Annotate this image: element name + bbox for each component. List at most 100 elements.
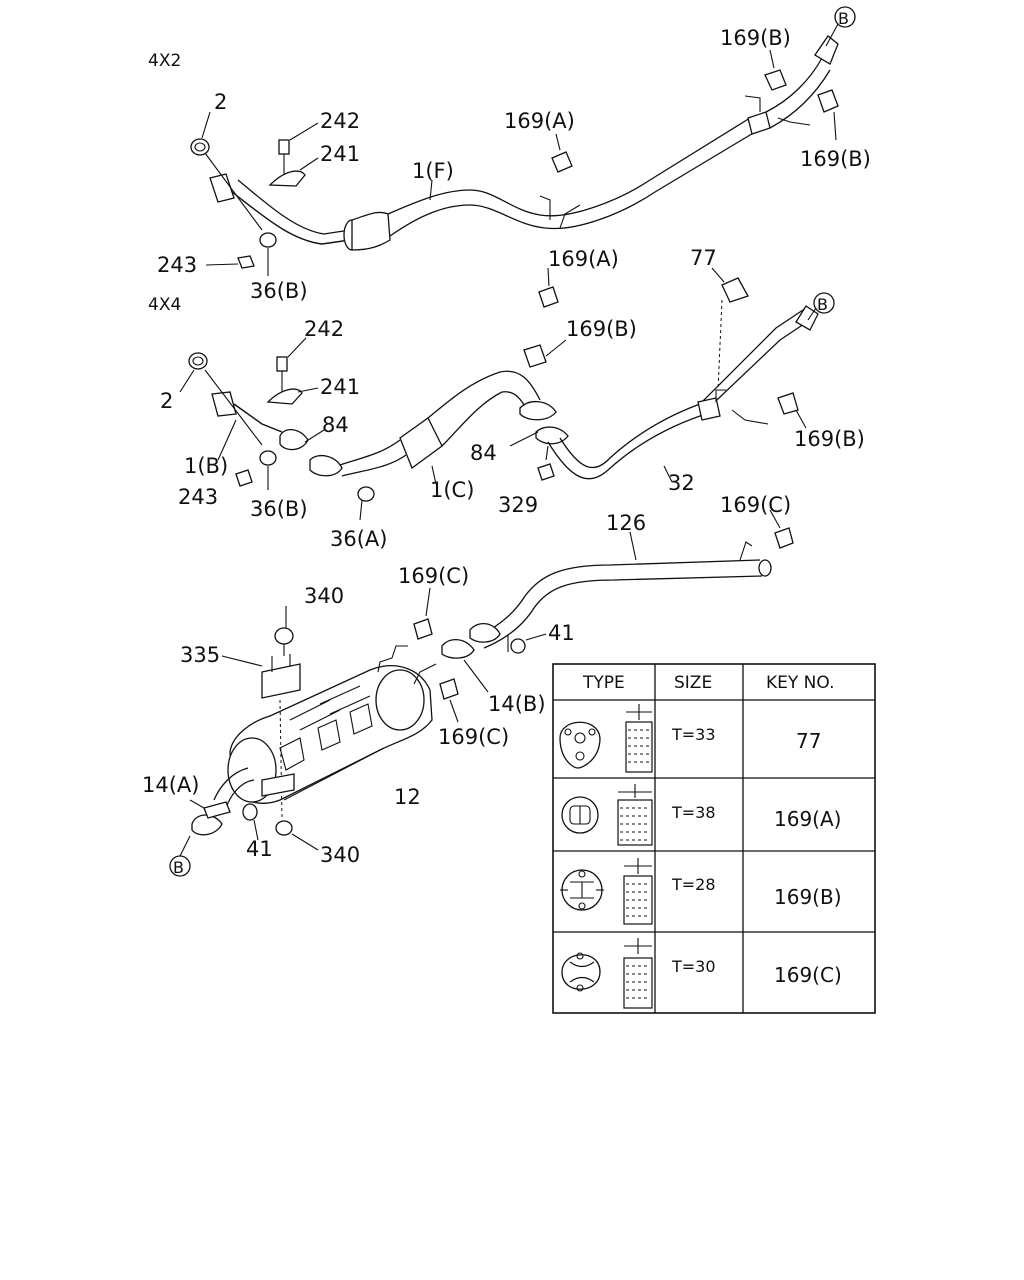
label-84-right: 84 bbox=[470, 441, 497, 465]
label-242-top: 242 bbox=[320, 109, 360, 133]
size-value: T=28 bbox=[671, 875, 716, 894]
front-pipe-1f-start bbox=[231, 191, 351, 245]
triangular-hanger-icon bbox=[559, 721, 601, 769]
section-title-4x4: 4X4 bbox=[148, 295, 181, 315]
nut-36b-top bbox=[259, 232, 277, 248]
bracket-241-top bbox=[268, 170, 306, 187]
nut-340-bottom bbox=[275, 820, 293, 836]
flange-1c bbox=[309, 454, 343, 477]
section-title-4x2: 4X2 bbox=[148, 51, 181, 71]
label-84-left: 84 bbox=[322, 413, 349, 437]
flange-14a bbox=[191, 814, 223, 836]
label-36b-mid: 36(B) bbox=[250, 497, 308, 521]
label-77: 77 bbox=[690, 246, 717, 270]
label-335: 335 bbox=[180, 643, 220, 667]
reference-b-mid bbox=[813, 292, 835, 314]
hanger-169c-2 bbox=[413, 618, 433, 640]
muffler-12 bbox=[227, 645, 437, 804]
nut-36a bbox=[357, 486, 375, 502]
bracket-241-mid bbox=[266, 388, 303, 405]
key-number: 169(C) bbox=[774, 963, 842, 987]
table-row: T=28 169(B) bbox=[560, 858, 842, 925]
catalytic-converter-4x2 bbox=[343, 211, 391, 251]
thickness-block-icon bbox=[623, 938, 653, 1009]
label-169a-top: 169(A) bbox=[504, 109, 575, 133]
label-41-right: 41 bbox=[548, 621, 575, 645]
size-value: T=38 bbox=[671, 803, 716, 822]
label-242-mid: 242 bbox=[304, 317, 344, 341]
label-340-bottom: 340 bbox=[320, 843, 360, 867]
label-169b-mid-2: 169(B) bbox=[794, 427, 865, 451]
part-2-gasket-ring bbox=[190, 138, 210, 156]
key-number: 169(A) bbox=[774, 807, 841, 831]
gasket-84-right bbox=[519, 401, 557, 421]
label-169b-top-2: 169(B) bbox=[800, 147, 871, 171]
label-1b: 1(B) bbox=[184, 454, 228, 478]
label-169a-mid: 169(A) bbox=[548, 247, 619, 271]
label-36b-top: 36(B) bbox=[250, 279, 308, 303]
thickness-block-icon bbox=[623, 858, 653, 925]
label-340-top: 340 bbox=[304, 584, 344, 608]
label-1f: 1(F) bbox=[412, 159, 454, 183]
reference-b-top-label: B bbox=[838, 9, 849, 28]
reference-b-mid-label: B bbox=[817, 295, 828, 314]
reference-b-top bbox=[834, 6, 856, 28]
table-header-type: TYPE bbox=[582, 673, 625, 693]
hanger-169c-1 bbox=[774, 527, 794, 549]
hanger-169b-top-1 bbox=[764, 69, 787, 91]
nut-41-right bbox=[510, 638, 526, 654]
hanger-169c-3 bbox=[439, 678, 459, 700]
flange-14b-2 bbox=[469, 623, 501, 643]
h-shaped-hanger-icon bbox=[560, 869, 604, 911]
muffler-assembly: B 126 169(C) 169(C) 340 41 335 14(B) 169… bbox=[142, 493, 794, 877]
label-12: 12 bbox=[394, 785, 421, 809]
hanger-169b-mid-1 bbox=[523, 344, 547, 368]
table-header-size: SIZE bbox=[674, 673, 712, 693]
flange-1b bbox=[211, 391, 237, 417]
label-14b: 14(B) bbox=[488, 692, 546, 716]
part-329 bbox=[537, 463, 555, 481]
thickness-block-icon bbox=[617, 784, 653, 846]
assembly-4x4: B 169(A) 77 242 241 2 84 169(B) 169(B) 8… bbox=[160, 246, 865, 551]
label-2-top: 2 bbox=[214, 90, 227, 114]
label-329: 329 bbox=[498, 493, 538, 517]
label-32: 32 bbox=[668, 471, 695, 495]
nut-36b-mid bbox=[259, 450, 277, 466]
round-hanger-icon bbox=[561, 796, 599, 834]
flange-4x2 bbox=[209, 173, 235, 203]
size-value: T=33 bbox=[671, 725, 716, 744]
assembly-4x2: B 2 242 241 1(F) 169(A) 169( bbox=[157, 6, 871, 303]
label-169c-3: 169(C) bbox=[438, 725, 509, 749]
label-169b-top-1: 169(B) bbox=[720, 26, 791, 50]
catalytic-converter-1c bbox=[399, 417, 443, 470]
label-36a: 36(A) bbox=[330, 527, 387, 551]
table-row: T=30 169(C) bbox=[561, 938, 842, 1009]
label-169c-1: 169(C) bbox=[720, 493, 791, 517]
label-2-mid: 2 bbox=[160, 389, 173, 413]
hanger-type-table: TYPE SIZE KEY NO. T=33 77 bbox=[552, 663, 876, 1014]
hanger-169b-top-2 bbox=[817, 89, 839, 113]
thickness-block-icon bbox=[625, 704, 653, 773]
nut-243-mid bbox=[235, 469, 253, 487]
label-169b-mid-1: 169(B) bbox=[566, 317, 637, 341]
table-row: T=33 77 bbox=[559, 704, 821, 773]
nut-41-bottom bbox=[242, 803, 258, 821]
size-value: T=30 bbox=[671, 957, 716, 976]
label-243-mid: 243 bbox=[178, 485, 218, 509]
nut-340-top bbox=[274, 627, 294, 645]
label-241-top: 241 bbox=[320, 142, 360, 166]
nut-243-top bbox=[237, 255, 255, 269]
label-169c-2: 169(C) bbox=[398, 564, 469, 588]
hanger-77 bbox=[721, 277, 749, 303]
reference-b-bottom-label: B bbox=[173, 858, 184, 877]
label-243-top: 243 bbox=[157, 253, 197, 277]
label-41-bottom: 41 bbox=[246, 837, 273, 861]
bolt-242-mid bbox=[276, 356, 288, 372]
table-row: T=38 169(A) bbox=[561, 784, 841, 846]
x-shaped-hanger-icon bbox=[561, 952, 601, 992]
reference-b-bottom bbox=[169, 855, 191, 877]
hanger-169b-mid-2 bbox=[777, 392, 799, 415]
label-126: 126 bbox=[606, 511, 646, 535]
label-1c: 1(C) bbox=[430, 478, 474, 502]
